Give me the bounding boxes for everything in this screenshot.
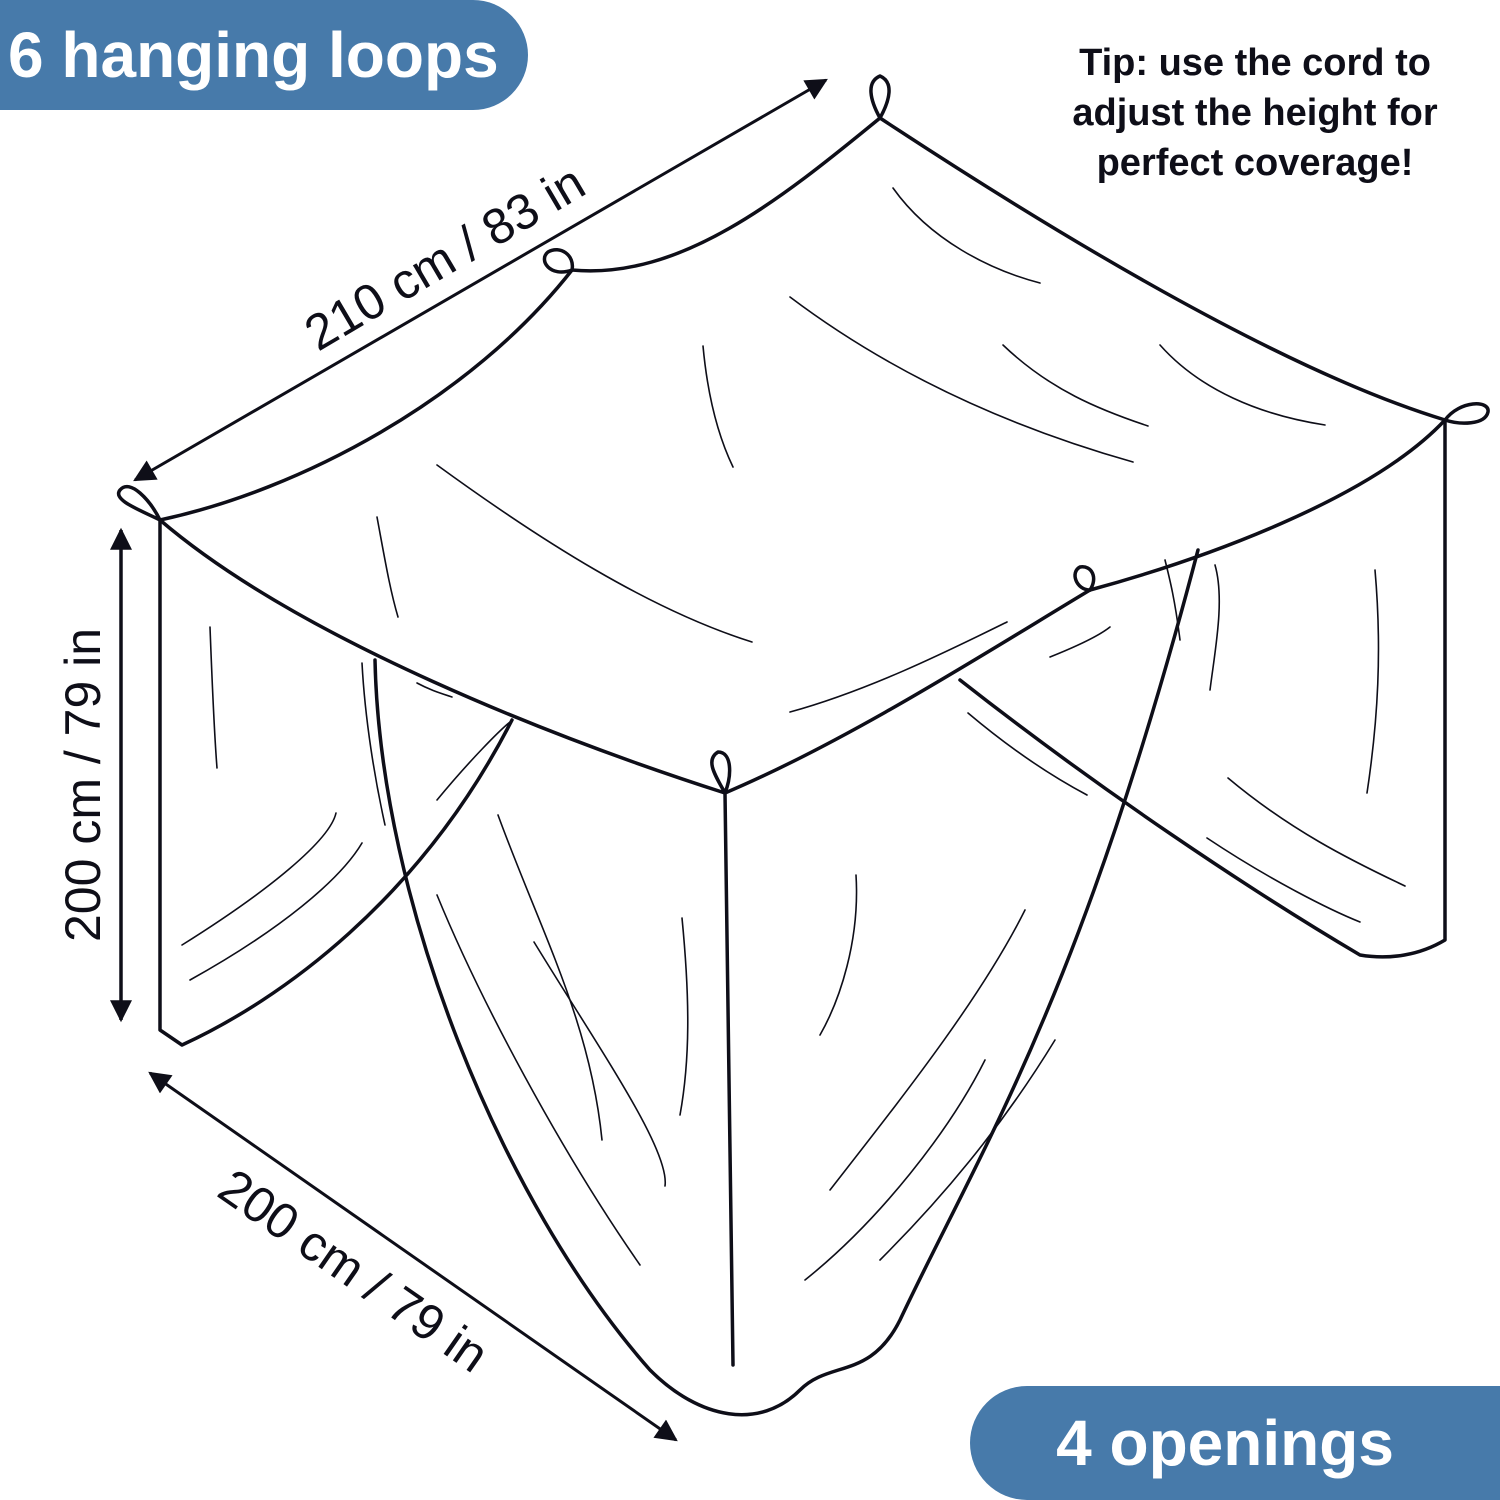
- top-edge-front-left: [158, 518, 727, 795]
- length-label: 210 cm / 83 in: [295, 154, 594, 362]
- loop-icon: [869, 74, 891, 120]
- length-arrow-icon: [133, 78, 828, 482]
- loop-icon: [1443, 402, 1490, 425]
- top-edge-left-back-2: [570, 116, 882, 273]
- loop-icon: [542, 248, 575, 274]
- openings-badge: 4 openings: [970, 1386, 1500, 1500]
- tip-line-3: perfect coverage!: [1096, 142, 1414, 184]
- center-seam: [723, 791, 735, 1367]
- width-label: 200 cm / 79 in: [209, 1158, 499, 1383]
- tip-line-1: Tip: use the cord to: [1079, 42, 1431, 84]
- openings-label: 4 openings: [1056, 1407, 1394, 1479]
- left-panel-outline: [158, 518, 514, 1047]
- tip-line-2: adjust the height for: [1072, 92, 1438, 134]
- net-canopy: [116, 74, 1490, 1417]
- top-edge-front-right: [723, 588, 1092, 795]
- width-arrow-icon: [148, 1071, 678, 1442]
- front-curtain-outline: [373, 548, 1200, 1417]
- top-edge-left-back: [158, 268, 574, 522]
- height-dimension: 200 cm / 79 in: [55, 527, 132, 1023]
- tip-text: Tip: use the cord to adjust the height f…: [1030, 38, 1480, 188]
- loop-icon: [116, 484, 162, 522]
- loop-icon: [1073, 565, 1096, 592]
- length-dimension: 210 cm / 83 in: [133, 78, 828, 482]
- hanging-loops-badge: 6 hanging loops: [0, 0, 528, 110]
- top-edge-right-back: [878, 116, 1447, 422]
- top-edge-front-right-2: [1088, 418, 1447, 592]
- fabric-folds: [181, 187, 1406, 1281]
- right-panel-outline: [958, 418, 1447, 959]
- height-label: 200 cm / 79 in: [55, 628, 111, 942]
- loop-icon: [710, 750, 732, 795]
- width-dimension: 200 cm / 79 in: [148, 1071, 678, 1442]
